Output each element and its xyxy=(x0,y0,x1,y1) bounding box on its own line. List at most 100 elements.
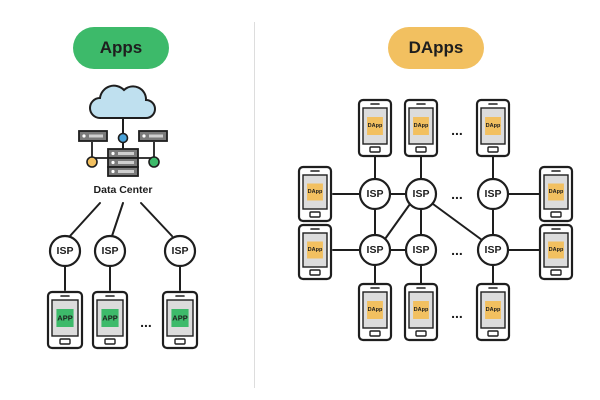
app-tile xyxy=(548,241,564,259)
isp-link xyxy=(432,203,483,241)
isp-node: ISP xyxy=(358,233,392,267)
app-device: APP xyxy=(91,290,129,350)
server-led xyxy=(142,134,146,138)
server-led xyxy=(111,151,115,156)
phone-screen xyxy=(480,107,506,145)
isp-node: ISP xyxy=(404,177,438,211)
phone-home-button xyxy=(309,211,321,218)
cloud-icon xyxy=(89,84,156,119)
isp-label: ISP xyxy=(367,244,384,256)
ellipsis: ... xyxy=(451,186,463,202)
isp-circle xyxy=(93,234,127,268)
server-led xyxy=(111,160,115,165)
server-slot xyxy=(118,161,134,164)
dapp-device: DApp xyxy=(403,282,439,342)
divider xyxy=(254,22,255,388)
server-led xyxy=(111,169,115,174)
phone-home-button xyxy=(550,211,562,218)
phone-home-button xyxy=(550,269,562,276)
server-icon xyxy=(107,166,139,177)
isp-circle xyxy=(476,177,510,211)
dapp-device: DApp xyxy=(538,165,574,223)
app-tile xyxy=(367,301,383,319)
app-tile xyxy=(485,301,501,319)
dapp-device: DApp xyxy=(475,98,511,158)
isp-circle xyxy=(48,234,82,268)
isp-circle xyxy=(404,233,438,267)
app-tile xyxy=(56,309,74,327)
isp-label: ISP xyxy=(485,244,502,256)
server-icon xyxy=(138,130,168,142)
app-tile xyxy=(367,117,383,135)
isp-node: ISP xyxy=(48,234,82,268)
isp-node: ISP xyxy=(163,234,197,268)
dc-isp-link xyxy=(69,202,101,237)
device-label: DApp xyxy=(308,189,323,195)
app-tile xyxy=(171,309,189,327)
server-slot xyxy=(149,134,163,138)
app-device: APP xyxy=(161,290,199,350)
cloud-shape xyxy=(89,84,156,119)
dapp-device: DApp xyxy=(357,282,393,342)
isp-label: ISP xyxy=(485,188,502,200)
isp-node: ISP xyxy=(476,177,510,211)
server-icon xyxy=(107,148,139,159)
isp-node: ISP xyxy=(476,233,510,267)
phone-home-button xyxy=(59,338,71,345)
dapp-device: DApp xyxy=(475,282,511,342)
device-label: DApp xyxy=(368,123,383,129)
isp-label: ISP xyxy=(413,188,430,200)
dapps-title-pill: DApps xyxy=(388,27,484,69)
app-tile xyxy=(307,241,323,259)
phone-home-button xyxy=(487,146,499,153)
device-label: DApp xyxy=(486,307,501,313)
server-link-left xyxy=(91,142,108,159)
isp-label: ISP xyxy=(367,188,384,200)
app-tile xyxy=(101,309,119,327)
app-tile xyxy=(413,117,429,135)
dapps-title: DApps xyxy=(408,38,464,57)
isp-circle xyxy=(404,177,438,211)
ellipsis: ... xyxy=(451,305,463,321)
ellipsis: ... xyxy=(451,242,463,258)
phone-home-button xyxy=(369,330,381,337)
phone-home-button xyxy=(415,330,427,337)
phone-home-button xyxy=(104,338,116,345)
device-label: APP xyxy=(57,314,72,323)
ellipsis: ... xyxy=(451,122,463,138)
dapp-device: DApp xyxy=(297,165,333,223)
apps-title: Apps xyxy=(99,38,143,57)
app-tile xyxy=(548,183,564,201)
dapp-device: DApp xyxy=(538,223,574,281)
phone-home-button xyxy=(174,338,186,345)
device-label: APP xyxy=(172,314,187,323)
ellipsis: ... xyxy=(140,314,152,330)
server-icon xyxy=(107,157,139,168)
phone-home-button xyxy=(415,146,427,153)
device-label: DApp xyxy=(308,247,323,253)
isp-circle xyxy=(476,233,510,267)
server-icon xyxy=(78,130,108,142)
dc-isp-link xyxy=(111,202,124,237)
app-tile xyxy=(307,183,323,201)
device-label: DApp xyxy=(368,307,383,313)
isp-label: ISP xyxy=(172,245,189,257)
hub-node xyxy=(117,132,129,144)
dapp-device: DApp xyxy=(297,223,333,281)
isp-circle xyxy=(358,177,392,211)
app-tile xyxy=(413,301,429,319)
isp-node: ISP xyxy=(404,233,438,267)
server-led xyxy=(82,134,86,138)
server-slot xyxy=(89,134,103,138)
dc-isp-link xyxy=(140,202,173,237)
phone-home-button xyxy=(369,146,381,153)
device-label: DApp xyxy=(414,123,429,129)
phone-home-button xyxy=(487,330,499,337)
isp-label: ISP xyxy=(413,244,430,256)
app-tile xyxy=(485,117,501,135)
node-right xyxy=(148,156,160,168)
node-left xyxy=(86,156,98,168)
dapp-device: DApp xyxy=(357,98,393,158)
isp-link xyxy=(384,203,411,240)
